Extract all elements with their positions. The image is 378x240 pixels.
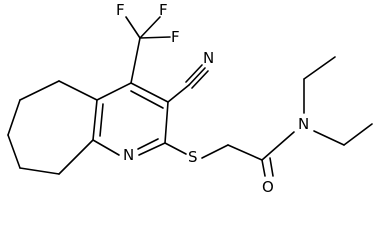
bond-cn-triple-3	[191, 70, 209, 89]
bond-cf3-f-top-right	[139, 16, 161, 39]
bond-c2-n1	[138, 142, 166, 156]
bond-n-ethyl2-ch2	[313, 130, 345, 146]
bond-c5-c6	[19, 80, 60, 101]
carbonyl-oxygen-label: O	[262, 178, 274, 195]
bond-c9-c8a	[58, 139, 94, 175]
bond-carbonyl-o	[261, 159, 266, 177]
molecule-structure: F F F N N S N O	[7, 1, 373, 195]
bond-c8a-c4a	[92, 99, 98, 141]
amide-nitrogen-label: N	[298, 115, 309, 133]
bond-c4-cf3	[130, 37, 141, 84]
atom-labels: F F F N N S N O	[116, 1, 309, 195]
bond-c2-s	[164, 142, 187, 155]
bond-c4a-c5	[58, 80, 98, 101]
bond-c3-cn	[167, 84, 190, 103]
nitrile-nitrogen-label: N	[203, 49, 214, 67]
bond-c4-c3-double	[130, 90, 164, 109]
ring-nitrogen-label: N	[123, 146, 134, 164]
bond-c8a-c4a-double	[99, 103, 104, 137]
bond-c4a-c4	[96, 82, 132, 101]
fluorine-label-top-left: F	[116, 1, 125, 19]
bond-cn-triple-2	[185, 64, 203, 83]
bond-c6-c7	[7, 99, 21, 136]
bond-cf3-f-right	[139, 36, 171, 39]
bond-ethyl1-ch3	[303, 56, 336, 80]
bond-c2-n1-double	[137, 138, 159, 150]
bond-c8-c9	[19, 167, 60, 175]
bond-carbonyl-o-double	[269, 157, 274, 177]
bond-cf3-f-top-left	[125, 16, 141, 39]
bond-s-ch2	[201, 144, 229, 159]
bond-ch2-carbonyl	[227, 144, 263, 161]
bond-c7-c8	[7, 134, 21, 169]
fluorine-label-right: F	[171, 28, 180, 46]
sulfur-label: S	[188, 148, 198, 166]
bond-lines	[7, 16, 373, 177]
bond-n1-c8a	[92, 139, 120, 156]
bond-ethyl2-ch3	[343, 123, 373, 146]
bond-c3-c2	[164, 101, 169, 144]
bond-cn-triple-1	[188, 67, 206, 86]
bond-c4-c3	[130, 82, 169, 103]
bond-carbonyl-n	[261, 131, 295, 161]
fluorine-label-top-right: F	[159, 1, 168, 19]
